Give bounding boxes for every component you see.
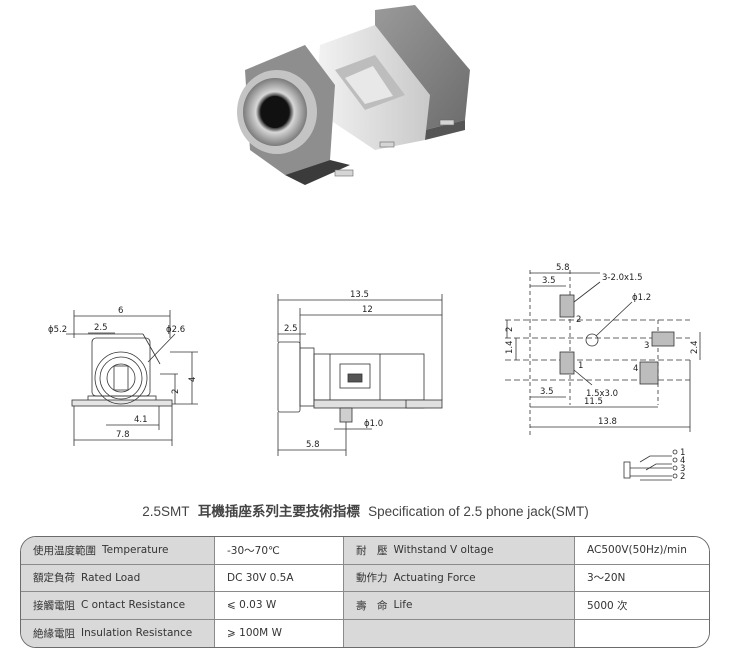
footprint-outline	[505, 270, 690, 435]
spec-value: ⩽ 0.03 W	[214, 592, 344, 620]
spec-label-empty	[344, 619, 574, 647]
fp-dim-right: 2.4	[690, 340, 700, 354]
spec-value: 5000 次	[574, 592, 709, 620]
sch-pin-2: 2	[680, 472, 685, 482]
front-dim-top: 6	[118, 306, 123, 316]
fp-dim-left1: 2	[505, 327, 515, 332]
front-view-outline	[71, 337, 173, 407]
product-photo	[237, 5, 470, 185]
fp-dim-pad: 3-2.0x1.5	[602, 273, 643, 283]
side-dim-pin: ϕ1.0	[364, 419, 383, 429]
fp-pad-1: 1	[578, 361, 583, 371]
fp-dim-bottom2: 11.5	[584, 397, 603, 407]
spec-value: 3～20N	[574, 564, 709, 592]
fp-pad-3: 3	[644, 341, 649, 351]
sch-pin-3: 3	[680, 464, 685, 474]
spec-value: -30～70℃	[214, 537, 344, 565]
front-dim-height: 4	[188, 377, 198, 382]
fp-dim-hole: ϕ1.2	[632, 293, 651, 303]
side-dim-left: 2.5	[284, 324, 298, 334]
spec-value: ⩾ 100M W	[214, 619, 344, 647]
sch-pin-1: 1	[680, 448, 685, 458]
side-dim-bottom: 5.8	[306, 440, 320, 450]
spec-value: DC 30V 0.5A	[214, 564, 344, 592]
title-model: 2.5SMT	[142, 504, 190, 519]
front-dim-bottom1: 4.1	[134, 415, 148, 425]
sch-pin-4: 4	[680, 456, 685, 466]
fp-dim-left2: 1.4	[505, 340, 515, 354]
front-dim-bottom2: 7.8	[116, 430, 130, 440]
fp-dim-top1: 5.8	[556, 263, 570, 273]
fp-pad-2: 2	[576, 315, 581, 325]
jack-schematic	[623, 449, 678, 481]
fp-dim-bottom1: 3.5	[540, 387, 554, 397]
title-english: Specification of 2.5 phone jack(SMT)	[368, 504, 589, 519]
front-dim-right-dia: ϕ2.6	[166, 325, 185, 335]
front-dim-small: 2	[171, 389, 181, 394]
spec-value: AC500V(50Hz)/min	[574, 537, 709, 565]
front-dim-inner: 2.5	[94, 323, 108, 333]
fp-dim-bottom3: 13.8	[598, 417, 617, 427]
front-dim-left-dia: ϕ5.2	[48, 325, 67, 335]
fp-pad-4: 4	[633, 364, 638, 374]
side-view-outline	[277, 341, 443, 423]
side-dim-top1: 13.5	[350, 290, 369, 300]
title-chinese: 耳機插座系列主要技術指標	[197, 504, 360, 520]
fp-dim-top2: 3.5	[542, 276, 556, 286]
spec-value-empty	[574, 619, 709, 647]
fp-dim-slot: 1.5x3.0	[586, 389, 618, 399]
spec-title: 2.5SMT 耳機插座系列主要技術指標 Specification of 2.5…	[0, 500, 731, 520]
technical-drawings: 6 ϕ5.2 2.5 ϕ2.6 4 2 4.1 7.8 13.5 12 2.5 …	[48, 263, 701, 482]
side-dim-top2: 12	[362, 305, 373, 315]
